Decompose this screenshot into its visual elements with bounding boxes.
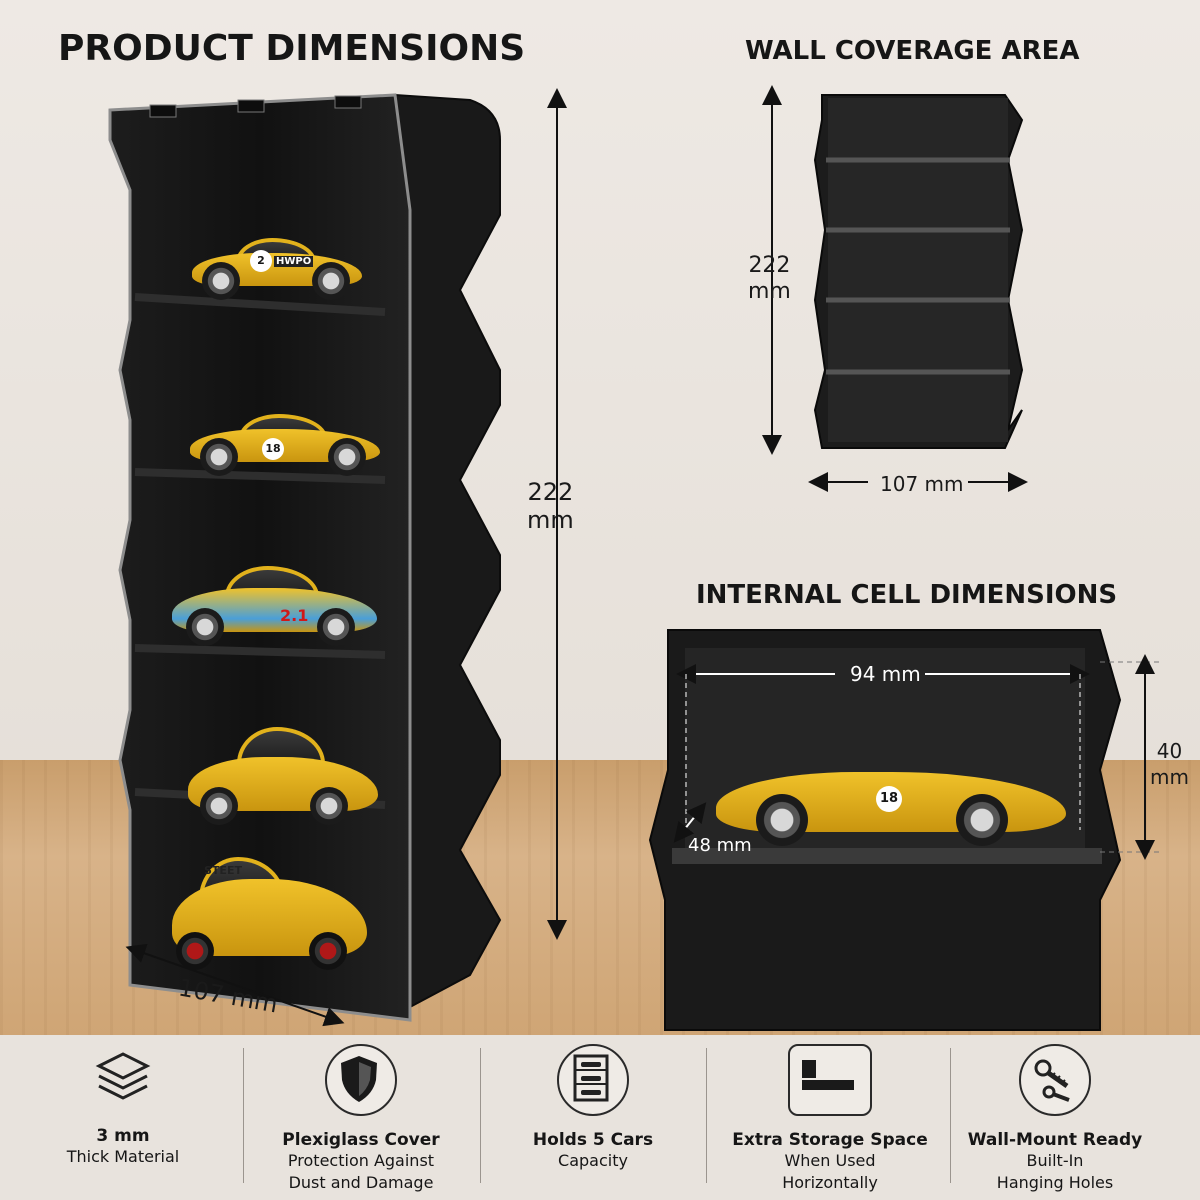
cell-depth-label: 48 mm bbox=[688, 835, 752, 856]
horizontal-storage-icon bbox=[788, 1044, 872, 1116]
feature-wall-mount: Wall-Mount Ready Built-In Hanging Holes bbox=[940, 1040, 1170, 1194]
feature-plexiglass-cover: Plexiglass Cover Protection Against Dust… bbox=[246, 1040, 476, 1194]
feature-divider bbox=[706, 1048, 707, 1183]
toy-car-2: 18 bbox=[190, 402, 380, 476]
toy-car-cell: 18 bbox=[716, 736, 1066, 846]
wall-width-label: 107 mm bbox=[880, 472, 964, 496]
feature-divider bbox=[480, 1048, 481, 1183]
car-shelf-icon bbox=[557, 1044, 629, 1116]
internal-cell-heading: INTERNAL CELL DIMENSIONS bbox=[696, 580, 1118, 610]
toy-car-3: 2.1 bbox=[172, 548, 377, 646]
layers-icon bbox=[89, 1044, 157, 1112]
toy-car-5: STEET bbox=[172, 830, 367, 970]
toy-car-4 bbox=[188, 705, 378, 825]
cell-width-label: 94 mm bbox=[850, 662, 921, 686]
feature-holds-5-cars: Holds 5 Cars Capacity bbox=[478, 1040, 708, 1172]
feature-extra-storage: Extra Storage Space When Used Horizontal… bbox=[715, 1040, 945, 1194]
toy-car-1: 2 HWPO bbox=[192, 226, 362, 300]
feature-divider bbox=[243, 1048, 244, 1183]
feature-thick-material: 3 mm Thick Material bbox=[8, 1040, 238, 1168]
wall-coverage-heading: WALL COVERAGE AREA bbox=[745, 36, 1080, 66]
screw-icon bbox=[1019, 1044, 1091, 1116]
product-dimensions-heading: PRODUCT DIMENSIONS bbox=[58, 28, 526, 69]
feature-divider bbox=[950, 1048, 951, 1183]
shield-icon bbox=[325, 1044, 397, 1116]
